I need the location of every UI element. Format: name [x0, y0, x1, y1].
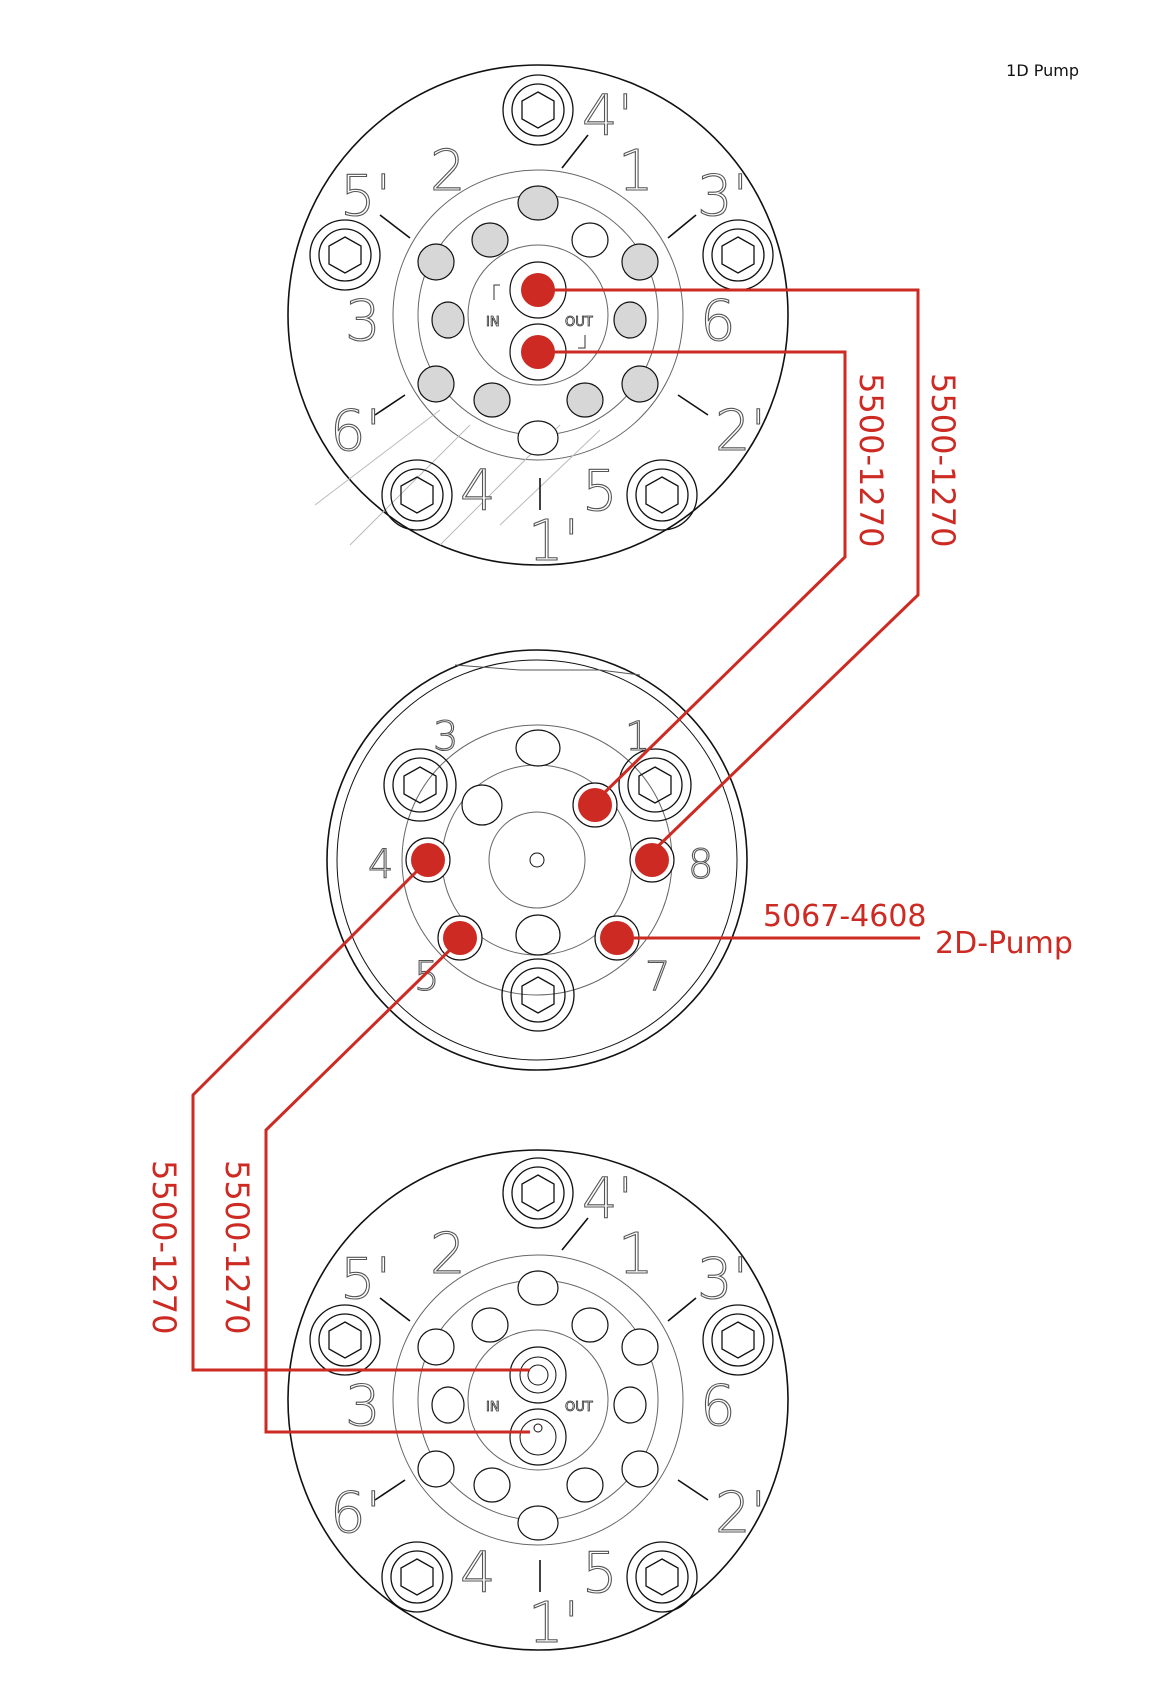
- bolt-icon: [501, 958, 575, 1032]
- arrow-down-icon: [493, 284, 500, 300]
- port-8-active: [635, 843, 669, 877]
- bottom-valve: IN OUT 1 2 3 4 5 6 1' 2' 3' 4' 5' 6': [287, 1149, 789, 1657]
- out-label: OUT: [565, 1400, 593, 1415]
- port-label: 1: [618, 1222, 654, 1287]
- port-label: 3: [433, 714, 458, 760]
- capillary-label: 5500-1270: [218, 1160, 256, 1334]
- bolt-icon: [381, 1541, 453, 1613]
- port-label: 1': [528, 1591, 579, 1656]
- port-ring: [417, 185, 659, 456]
- bolt-icon: [381, 459, 453, 531]
- port-label: 2: [430, 1222, 466, 1287]
- pump-part-number: 5067-4608: [763, 899, 927, 934]
- port-ring: [417, 1270, 659, 1541]
- in-label: IN: [486, 315, 500, 330]
- arrow-up-icon: [578, 335, 586, 349]
- port-label: 5: [414, 954, 439, 1000]
- port-label: 1': [528, 509, 579, 574]
- tick-marks: [374, 134, 709, 510]
- port-label: 7: [645, 954, 670, 1000]
- bolt-icon: [309, 1304, 381, 1376]
- bolt-icon: [626, 1541, 698, 1613]
- port-label: 6': [330, 1481, 381, 1546]
- bolt-icon: [502, 1157, 574, 1229]
- capillary-top-inner: [550, 350, 847, 799]
- port-label: 5: [582, 1541, 618, 1606]
- connection-lines: [191, 288, 920, 1434]
- capillary-label: 5500-1270: [852, 373, 890, 547]
- port-1-active: [578, 788, 612, 822]
- port-label: 1: [618, 139, 654, 204]
- bottom-valve-labels: 1 2 3 4 5 6 1' 2' 3' 4' 5' 6': [329, 1166, 766, 1656]
- port-label: 2': [715, 399, 766, 464]
- bolt-icon: [702, 1304, 774, 1376]
- port-label: 4: [368, 842, 393, 888]
- middle-valve: 1 3 4 5 7 8: [326, 649, 748, 1071]
- pump-name: 2D-Pump: [935, 926, 1073, 961]
- top-valve: IN OUT 1 2 3 4 5 6 1' 2' 3' 4' 5' 6': [287, 64, 789, 575]
- out-port-active: [521, 335, 555, 369]
- port-label: 2: [430, 139, 466, 204]
- out-label: OUT: [565, 315, 593, 330]
- port-label: 3: [345, 289, 381, 354]
- bolt-icon: [702, 219, 774, 291]
- port-label: 3: [345, 1374, 381, 1439]
- capillary-bottom-inner: [264, 943, 530, 1434]
- port-label: 3': [697, 164, 748, 229]
- top-valve-labels: 1 2 3 4 5 6 1' 2' 3' 4' 5' 6': [329, 83, 766, 574]
- port-label: 8: [688, 842, 713, 888]
- capillary-bottom-outer: [191, 866, 530, 1372]
- tick-marks: [374, 1217, 709, 1592]
- bolt-icon: [618, 748, 692, 822]
- in-label: IN: [486, 1400, 500, 1415]
- port-label: 5: [582, 459, 618, 524]
- port-7-active: [600, 921, 634, 955]
- port-label: 4: [460, 459, 496, 524]
- port-label: 2': [715, 1481, 766, 1546]
- page-title: 1D Pump: [1006, 61, 1079, 80]
- bolt-icon: [502, 74, 574, 146]
- port-label: 4': [582, 1167, 633, 1232]
- port-label: 6': [330, 399, 381, 464]
- port-label: 4: [460, 1541, 496, 1606]
- port-label: 5': [340, 1247, 391, 1312]
- bolt-icon: [626, 459, 698, 531]
- port-label: 6: [700, 289, 736, 354]
- capillary-label: 5500-1270: [145, 1160, 183, 1334]
- bolt-icon: [383, 748, 457, 822]
- capillary-top-outer: [550, 288, 920, 854]
- port-label: 3': [697, 1247, 748, 1312]
- in-port-active: [521, 273, 555, 307]
- port-label: 6: [700, 1374, 736, 1439]
- capillary-label: 5500-1270: [924, 373, 962, 547]
- port-label: 5': [340, 164, 391, 229]
- bolt-icon: [309, 219, 381, 291]
- port-label: 4': [582, 84, 633, 149]
